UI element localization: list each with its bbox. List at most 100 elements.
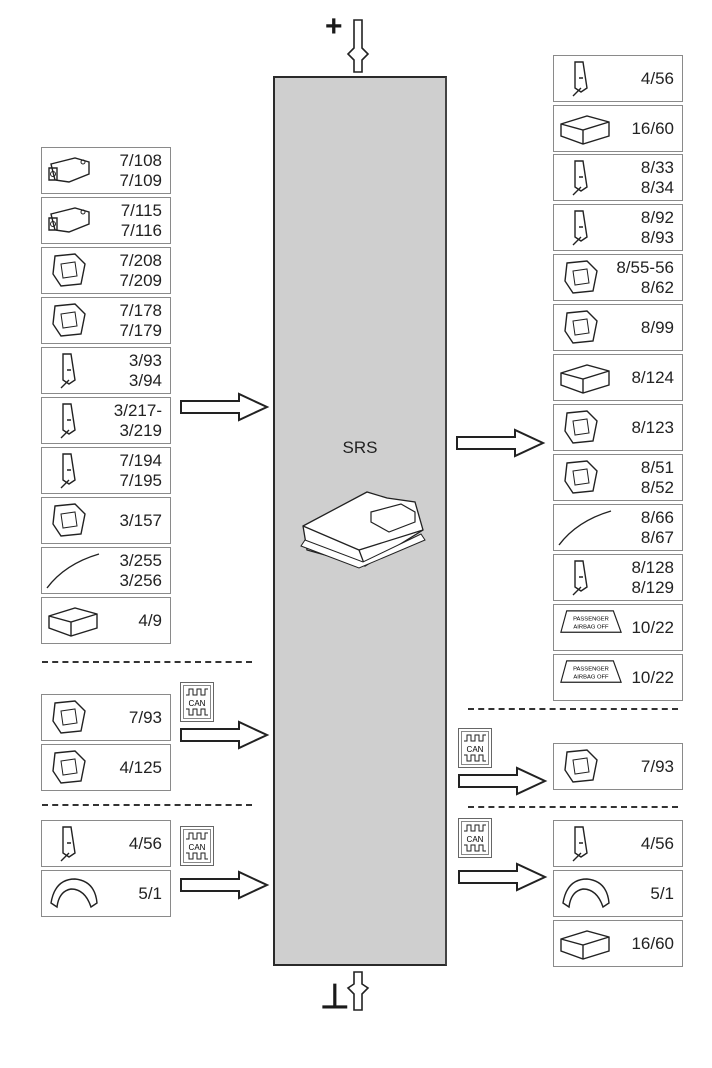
knee-airbag-icon <box>557 407 613 447</box>
ground-symbol: ⊥ <box>320 978 350 1016</box>
component-box: 16/60 <box>553 105 683 152</box>
can-input-arrow-icon <box>178 720 270 750</box>
component-box: 5/1 <box>41 870 171 917</box>
component-ref: 16/60 <box>631 106 674 151</box>
occupant-sensor-icon <box>557 746 613 786</box>
component-ref-line: 3/217- <box>113 400 162 420</box>
component-ref-line: 4/56 <box>640 833 674 853</box>
component-ref-line: 7/109 <box>119 170 162 190</box>
curtain-airbag-icon <box>557 507 613 547</box>
component-box: 4/56 <box>41 820 171 867</box>
power-symbol: + <box>325 10 343 43</box>
steering-airbag-icon <box>557 307 613 347</box>
buckle-sensor-icon <box>45 300 101 340</box>
component-ref-line: 3/93 <box>128 350 162 370</box>
component-ref: 5/1 <box>138 871 162 916</box>
component-ref: 4/56 <box>641 56 674 101</box>
remote-key-icon <box>45 747 101 787</box>
component-ref-line: 7/116 <box>120 220 162 240</box>
component-ref-line: 8/52 <box>640 477 674 497</box>
component-ref-line: 3/219 <box>119 420 162 440</box>
component-ref: 5/1 <box>650 871 674 916</box>
seatbelt-buckle-icon <box>45 400 101 440</box>
power-arrow-icon <box>346 19 370 73</box>
can-bus-badge: CAN <box>458 818 492 858</box>
component-ref: 4/56 <box>129 821 162 866</box>
component-ref-line: 3/256 <box>119 570 162 590</box>
svg-text:CAN: CAN <box>467 745 484 754</box>
component-ref-line: 8/51 <box>640 457 674 477</box>
component-ref-line: 7/179 <box>119 320 162 340</box>
component-ref-line: 4/125 <box>119 757 162 777</box>
component-ref: 7/93 <box>129 695 162 740</box>
component-ref: 4/56 <box>641 821 674 866</box>
belt-tensioner-icon <box>557 207 613 247</box>
pretensioner-icon <box>557 157 613 197</box>
component-box: 8/124 <box>553 354 683 401</box>
srs-label: SRS <box>342 438 378 457</box>
can-output-arrow-icon <box>456 862 548 892</box>
component-ref-line: 8/129 <box>631 577 674 597</box>
can-output-arrow-icon <box>456 766 548 796</box>
separator <box>468 708 678 710</box>
connector-module-icon <box>45 823 101 863</box>
component-ref-line: 16/60 <box>631 118 674 138</box>
component-ref-line: 7/194 <box>119 450 162 470</box>
component-ref: 16/60 <box>631 921 674 966</box>
control-unit-icon <box>557 108 613 148</box>
component-ref-line: 8/55-56 <box>616 257 674 277</box>
component-ref: 3/217-3/219 <box>114 398 162 443</box>
component-ref-line: 3/94 <box>128 370 162 390</box>
component-ref-line: 5/1 <box>138 883 162 903</box>
can-input-arrow-icon <box>178 870 270 900</box>
component-ref-line: 10/22 <box>631 617 674 637</box>
connector-module-icon <box>557 58 613 98</box>
component-ref-line: 8/92 <box>640 207 674 227</box>
separator <box>42 661 252 663</box>
instrument-cluster-icon <box>557 873 613 913</box>
component-box: 4/56 <box>553 55 683 102</box>
instrument-cluster-icon <box>45 873 101 913</box>
component-ref-line: 7/93 <box>128 707 162 727</box>
pretensioner-icon <box>557 557 613 597</box>
component-ref-line: 8/66 <box>640 507 674 527</box>
component-ref: 4/125 <box>119 745 162 790</box>
component-ref-line: 4/9 <box>138 610 162 630</box>
input-arrow-icon <box>178 392 270 422</box>
can-bus-badge: CAN <box>180 826 214 866</box>
component-ref-line: 8/62 <box>640 277 674 297</box>
component-ref: 10/22 <box>631 655 674 700</box>
sensor-strip-icon <box>45 550 101 590</box>
component-box: 4/56 <box>553 820 683 867</box>
can-label: CAN <box>189 699 206 708</box>
component-ref-line: 7/108 <box>119 150 162 170</box>
component-ref-line: 4/56 <box>640 68 674 88</box>
component-ref-line: 16/60 <box>631 933 674 953</box>
component-ref-line: 4/56 <box>128 833 162 853</box>
component-box: 5/1 <box>553 870 683 917</box>
passenger-airbag-icon <box>557 357 613 397</box>
seat-sensor-icon <box>45 250 101 290</box>
component-ref-line: 8/93 <box>640 227 674 247</box>
component-box: 3/217-3/219 <box>41 397 171 444</box>
component-ref: 4/9 <box>138 598 162 643</box>
component-ref: 8/123 <box>631 405 674 450</box>
can-bus-badge: CAN <box>180 682 214 722</box>
